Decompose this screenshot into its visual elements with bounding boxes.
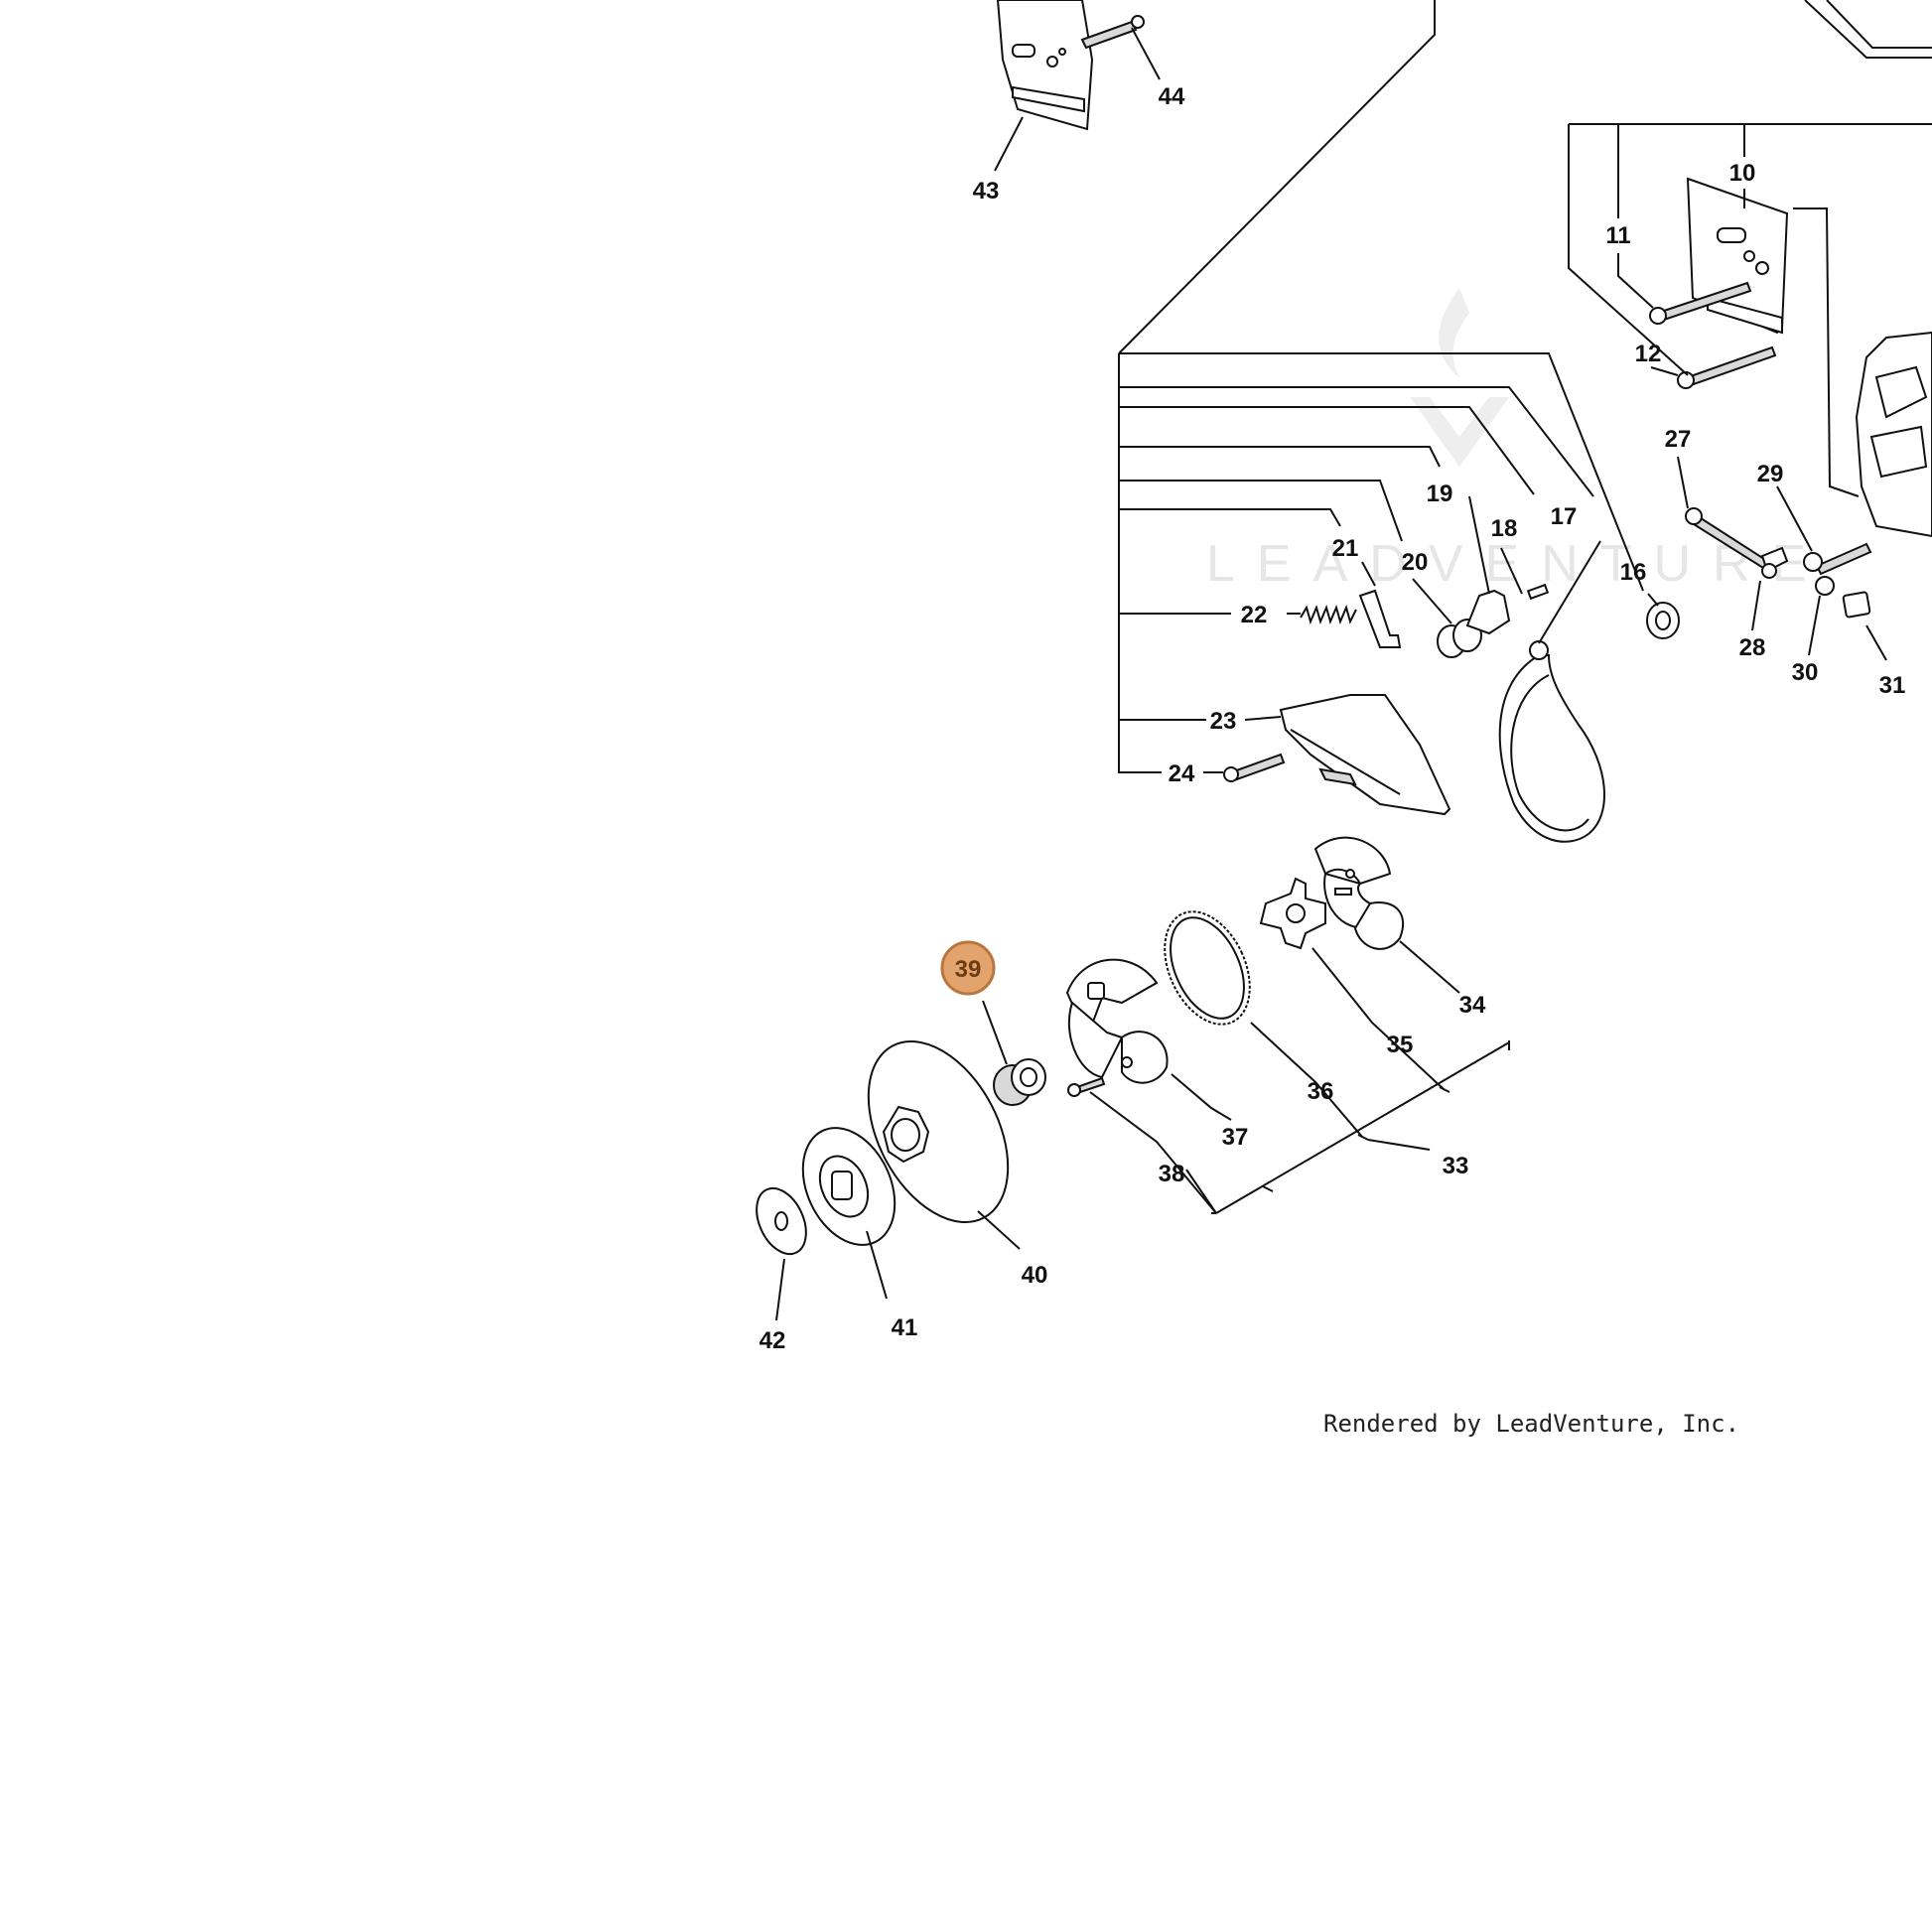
watermark-logo-icon [1410,288,1509,467]
callout-39[interactable]: 39 [955,956,982,983]
callout-19: 19 [1427,481,1453,507]
part-21-drawing [1358,589,1402,648]
part-34-drawing [1313,836,1405,950]
callout-29: 29 [1757,461,1784,487]
callout-22: 22 [1241,602,1268,628]
callout-20: 20 [1402,549,1429,576]
part-17-drawing [1498,640,1605,843]
watermark-text: LEADVENTURE [1206,535,1828,593]
part-37-drawing [1065,958,1169,1084]
part-29-drawing [1803,542,1872,576]
part-44-drawing [1080,15,1145,50]
part-18-drawing [1526,583,1550,601]
callout-39-highlight[interactable]: 39 [940,940,996,996]
callout-40: 40 [1022,1262,1048,1289]
callout-10: 10 [1729,160,1756,187]
callout-28: 28 [1739,634,1766,661]
part-drawings [756,0,1932,1256]
part-23-drawing [1279,694,1451,816]
callout-27: 27 [1665,426,1692,453]
highlight-circle[interactable] [940,940,996,996]
callout-labels: 10 11 12 16 17 18 19 20 21 22 23 24 27 2… [759,83,1906,1354]
callout-35: 35 [1387,1032,1414,1058]
callout-18: 18 [1491,515,1518,542]
callout-42: 42 [759,1327,786,1354]
part-31-drawing [1842,591,1871,619]
callout-21: 21 [1332,535,1359,562]
callout-37: 37 [1222,1124,1249,1151]
callout-31: 31 [1879,672,1906,699]
callout-33: 33 [1443,1153,1469,1179]
part-11-drawing [1649,281,1752,325]
part-40-drawing [867,1040,1010,1223]
part-39-drawing [993,1058,1046,1106]
callout-11: 11 [1605,222,1630,249]
callout-34: 34 [1459,992,1486,1019]
part-41-drawing [801,1127,897,1246]
part-10-drawing [1686,177,1789,335]
part-38-drawing [1067,1076,1106,1097]
part-36-drawing [1164,910,1251,1026]
callout-38: 38 [1159,1161,1185,1187]
part-43-drawing [996,0,1094,131]
part-24-drawing [1223,753,1286,782]
callout-36: 36 [1308,1078,1334,1105]
part-12-drawing [1677,345,1777,389]
callout-44: 44 [1159,83,1185,110]
part-35-drawing [1259,877,1326,950]
part-42-drawing [756,1186,807,1256]
part-28-drawing [1760,546,1789,579]
part-30-drawing [1815,576,1835,596]
callout-12: 12 [1635,341,1662,367]
callout-23: 23 [1210,708,1237,735]
callout-16: 16 [1620,559,1647,586]
part-19-drawing [1465,589,1511,635]
watermark: LEADVENTURE [1206,288,1828,593]
callout-43: 43 [973,178,1000,205]
callout-30: 30 [1792,659,1819,686]
part-22-drawing [1300,605,1357,624]
part-16-drawing [1646,602,1680,639]
credit-text: Rendered by LeadVenture, Inc. [1323,1410,1739,1438]
housing-drawing [1855,331,1932,538]
callout-24: 24 [1169,760,1195,787]
callout-17: 17 [1551,503,1578,530]
leader-lines [775,0,1932,1321]
callout-41: 41 [892,1314,918,1341]
